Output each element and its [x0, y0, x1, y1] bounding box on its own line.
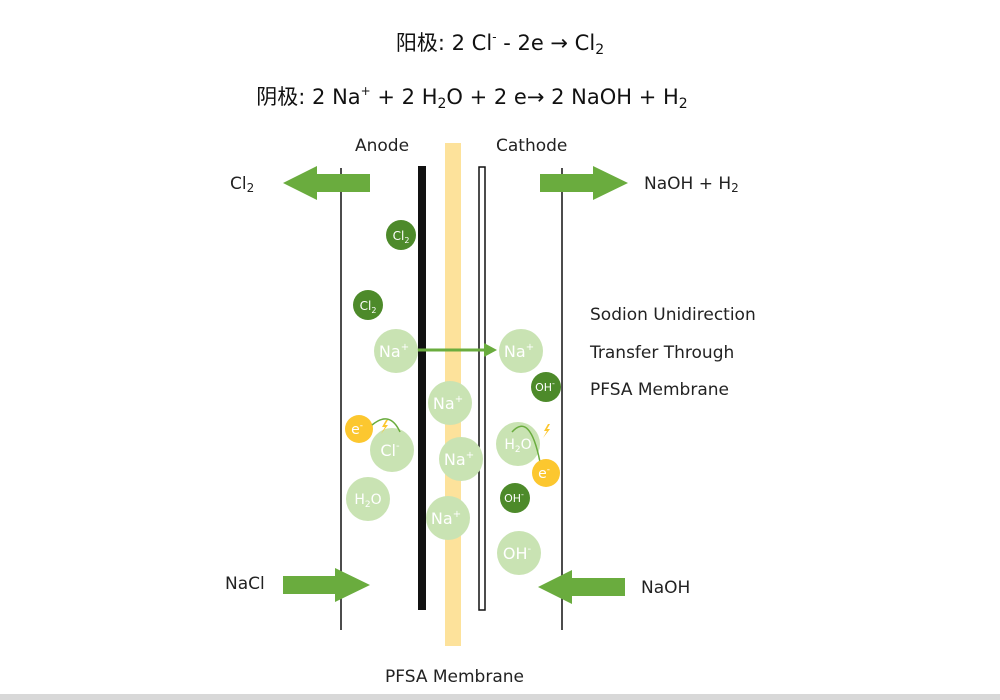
- nacl-input-arrow-right-icon: [283, 568, 370, 602]
- electron-particle: e-: [345, 415, 373, 443]
- electron-particle: e-: [532, 459, 560, 487]
- svg-text:Na+: Na+: [504, 342, 534, 361]
- na-transfer-arrowhead-icon: [484, 343, 497, 357]
- naoh-input-label: NaOH: [641, 578, 691, 598]
- chloride-particle: Cl-: [370, 428, 414, 472]
- hydroxide-particle: OH-: [497, 531, 541, 575]
- anode-label: Anode: [355, 136, 410, 156]
- water-particle: H2O: [346, 477, 390, 521]
- svg-text:Na+: Na+: [379, 342, 409, 361]
- curved-arrow-icon: [371, 418, 401, 433]
- anode-electrode: [418, 166, 426, 610]
- svg-text:e-: e-: [538, 465, 550, 482]
- svg-text:Cl-: Cl-: [380, 441, 400, 460]
- svg-text:Na+: Na+: [433, 394, 463, 413]
- svg-text:Cl2: Cl2: [360, 299, 377, 315]
- na-ion-particle: Na+: [374, 329, 418, 373]
- lightning-icon: [381, 420, 388, 434]
- svg-text:H2O: H2O: [354, 492, 381, 510]
- note-line-3: PFSA Membrane: [590, 380, 729, 400]
- cathode-electrode: [478, 166, 486, 611]
- cl2-output-label: Cl2: [230, 174, 255, 195]
- svg-text:OH-: OH-: [504, 490, 524, 505]
- note-line-1: Sodion Unidirection: [590, 305, 756, 325]
- hydroxide-particle: OH-: [531, 372, 561, 402]
- na-ion-particle: Na+: [428, 381, 472, 425]
- nacl-input-label: NaCl: [225, 574, 265, 594]
- svg-text:OH-: OH-: [535, 379, 555, 394]
- cl2-particle: Cl2: [353, 290, 383, 320]
- anode-equation: 阳极: 2 Cl- - 2e → Cl2: [395, 30, 605, 58]
- svg-text:e-: e-: [351, 421, 363, 438]
- naoh-input-arrow-left-icon: [538, 570, 625, 604]
- na-ion-particle: Na+: [426, 496, 470, 540]
- membrane-label: PFSA Membrane: [385, 667, 524, 687]
- cl2-output-arrow-left-icon: [283, 166, 370, 200]
- svg-text:Cl2: Cl2: [393, 229, 410, 245]
- curved-arrow-icon: [511, 425, 541, 463]
- lightning-icon: [543, 424, 550, 438]
- hydroxide-particle: OH-: [500, 483, 530, 513]
- naoh-h2-output-arrow-right-icon: [540, 166, 628, 200]
- note-line-2: Transfer Through: [590, 343, 735, 363]
- naoh-h2-output-label: NaOH + H2: [644, 174, 739, 195]
- cl2-particle: Cl2: [386, 220, 416, 250]
- svg-text:Na+: Na+: [431, 509, 461, 528]
- water-particle: H2O: [496, 422, 540, 466]
- cathode-label: Cathode: [496, 136, 568, 156]
- na-ion-particle: Na+: [439, 437, 483, 481]
- cathode-equation: 阴极: 2 Na+ + 2 H2O + 2 e→ 2 NaOH + H2: [256, 84, 688, 112]
- svg-text:OH-: OH-: [503, 544, 532, 563]
- svg-text:H2O: H2O: [504, 437, 531, 455]
- svg-text:Na+: Na+: [444, 450, 474, 469]
- na-ion-particle: Na+: [499, 329, 543, 373]
- bottom-edge-strip: [0, 694, 1000, 700]
